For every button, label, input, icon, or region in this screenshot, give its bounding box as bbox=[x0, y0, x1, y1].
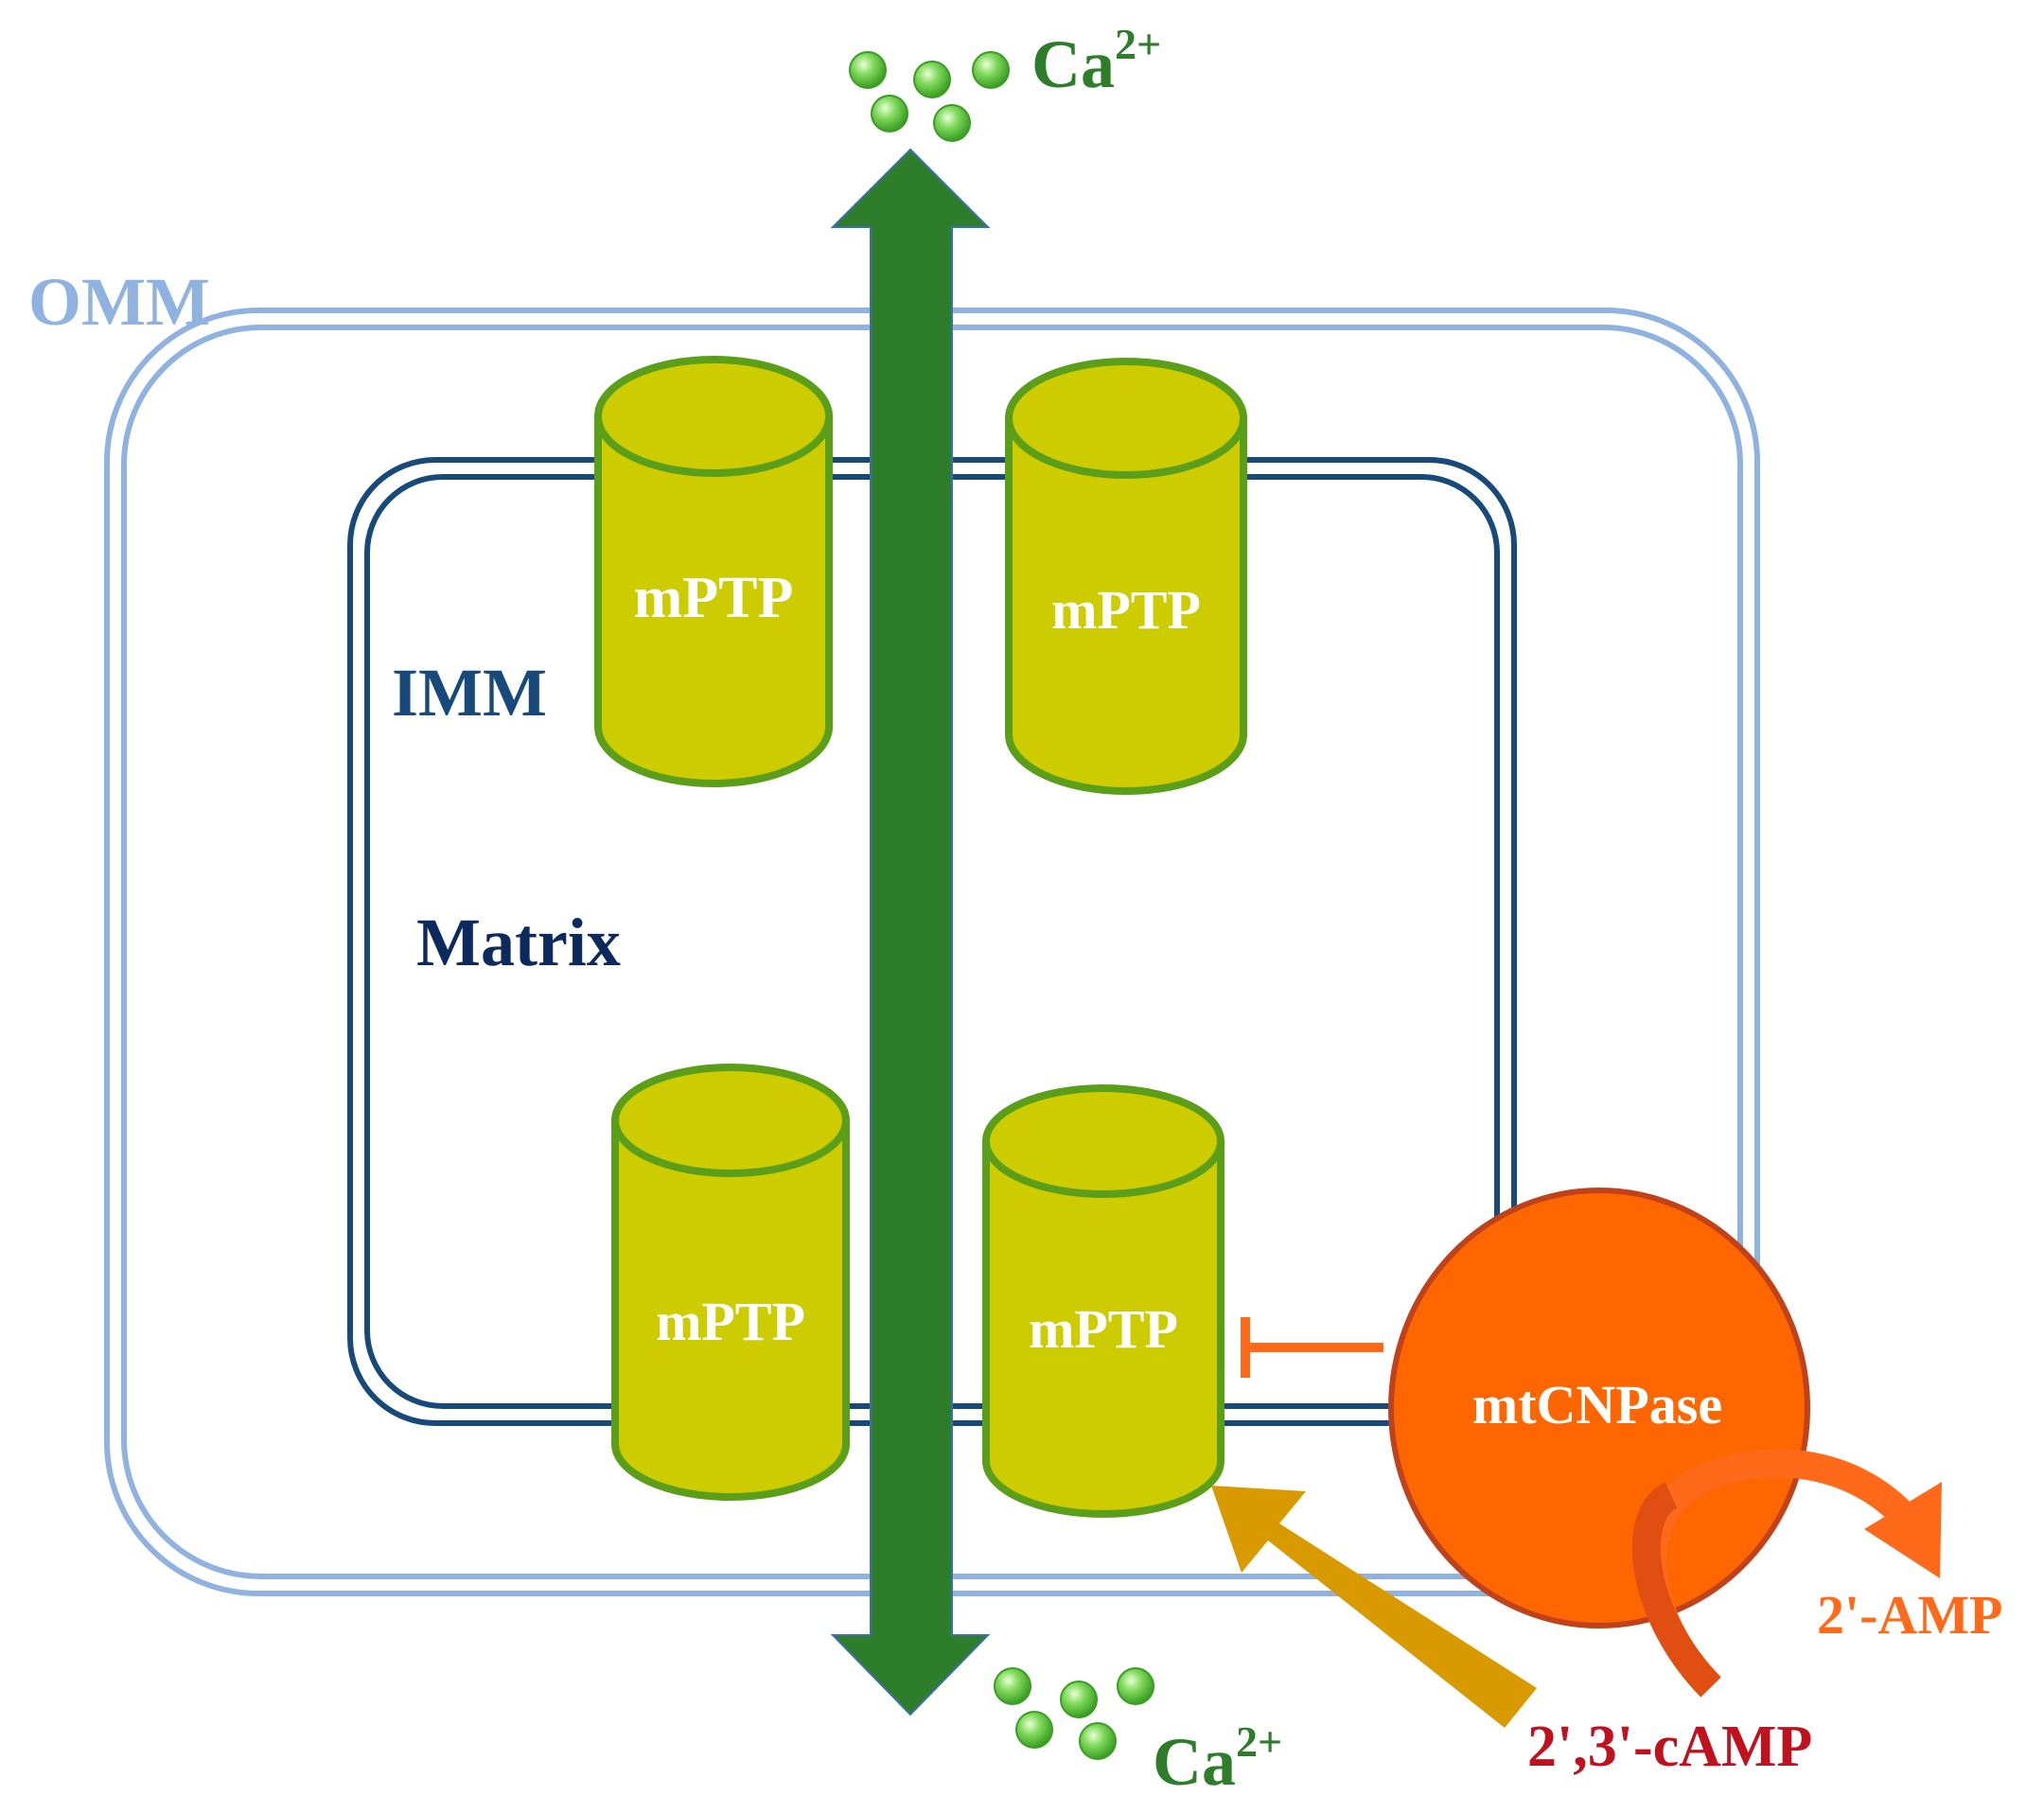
enzyme-label: mtCNPase bbox=[1472, 1374, 1722, 1435]
calcium-charge: 2+ bbox=[1236, 1717, 1282, 1766]
calcium-ion bbox=[913, 61, 951, 98]
calcium-ion bbox=[1079, 1722, 1117, 1760]
substrate-activation-arrow bbox=[1211, 1486, 1537, 1728]
product-label: 2'-AMP bbox=[1817, 1584, 2003, 1646]
calcium-ion bbox=[1060, 1681, 1098, 1718]
mptp-channel-top-right: mPTP bbox=[1005, 358, 1247, 795]
mptp-label: mPTP bbox=[656, 1291, 805, 1352]
calcium-ions-bottom bbox=[994, 1667, 1154, 1760]
calcium-ion bbox=[933, 104, 971, 142]
calcium-flux-arrow bbox=[830, 148, 991, 1716]
calcium-symbol: Ca bbox=[1031, 26, 1115, 102]
calcium-ion bbox=[871, 95, 908, 132]
calcium-ion bbox=[1117, 1667, 1154, 1705]
calcium-ion bbox=[849, 51, 887, 89]
calcium-ion bbox=[994, 1667, 1031, 1705]
calcium-charge: 2+ bbox=[1115, 20, 1161, 68]
matrix-label: Matrix bbox=[416, 905, 621, 980]
calcium-ion bbox=[972, 51, 1010, 89]
mptp-label: mPTP bbox=[1051, 579, 1201, 641]
calcium-ions-top bbox=[849, 51, 1010, 142]
mptp-channel-top-left: mPTP bbox=[594, 356, 833, 787]
mtcnpase-enzyme bbox=[1388, 1188, 1810, 1628]
imm-label: IMM bbox=[392, 655, 547, 730]
mptp-channel-bottom-right: mPTP bbox=[982, 1084, 1225, 1518]
inhibition-t-bar-icon bbox=[1241, 1317, 1383, 1378]
mptp-label: mPTP bbox=[634, 566, 794, 630]
conversion-curved-arrow-icon bbox=[1631, 1449, 1942, 1698]
substrate-label: 2',3'-cAMP bbox=[1527, 1715, 1812, 1779]
mptp-label: mPTP bbox=[1029, 1298, 1178, 1360]
omm-label: OMM bbox=[28, 264, 210, 340]
calcium-ion bbox=[1015, 1711, 1053, 1749]
calcium-label-top: Ca2+ bbox=[1031, 20, 1161, 102]
calcium-label-bottom: Ca2+ bbox=[1153, 1717, 1282, 1800]
mptp-channel-bottom-left: mPTP bbox=[611, 1064, 850, 1501]
calcium-symbol: Ca bbox=[1153, 1724, 1236, 1800]
